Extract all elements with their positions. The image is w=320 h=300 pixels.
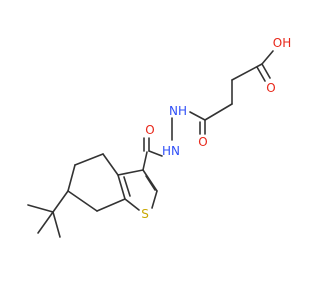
structure-diagram: OH O O O NH HN S xyxy=(27,36,291,238)
bond-thio-c2-s xyxy=(151,190,158,209)
bond-acid-c-o-a xyxy=(261,63,271,79)
bond-ring-c6-c7 xyxy=(67,190,98,212)
bond-thio-c3-c2 xyxy=(142,169,158,192)
bond-thio-s-c7a xyxy=(124,198,140,211)
bond-amide-c-ring xyxy=(142,151,148,171)
bond-nh-amide-c xyxy=(148,150,163,157)
oh-label: OH xyxy=(273,36,291,50)
bond-acid-c-oh xyxy=(261,50,274,65)
bond-ring-c7-c7a xyxy=(96,198,126,212)
sulfur-label: S xyxy=(141,207,149,221)
molecule-canvas: OH O O O NH HN S xyxy=(27,36,292,238)
bond-tbu-cq-me3 xyxy=(52,211,61,238)
bond-thio-c7a-c3a-inner xyxy=(123,176,131,197)
nh-lower-label: HN xyxy=(162,144,180,158)
bond-thio-c7a-c3a xyxy=(117,174,126,200)
bond-ring-c4-c5 xyxy=(74,153,104,166)
amide-oxygen-label: O xyxy=(145,123,154,137)
acid-oxygen-label: O xyxy=(266,81,275,95)
bond-thio-c3a-c3 xyxy=(117,169,144,176)
bond-tbu-cq-me1 xyxy=(27,204,54,213)
bond-chain-3 xyxy=(204,103,233,121)
bond-chain-1 xyxy=(231,63,263,81)
bond-tbu-cq-me2 xyxy=(37,211,54,234)
bond-thio-c3-c2-inner xyxy=(145,175,156,191)
bond-tbu-c6-cq xyxy=(52,190,69,213)
ketone-oxygen-label: O xyxy=(198,135,207,149)
nh-upper-label: NH xyxy=(169,104,187,118)
bond-ring-c5-c6 xyxy=(67,164,76,192)
bond-ketone-c-nh xyxy=(189,111,206,121)
bond-ring-c3a-c4 xyxy=(102,153,119,176)
bond-acid-c-o-b xyxy=(256,66,266,82)
